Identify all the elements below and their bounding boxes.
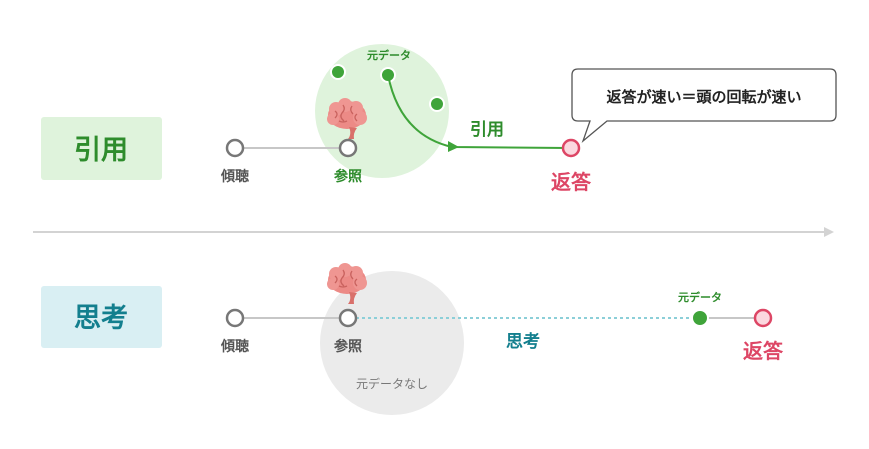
reference-label: 参照 bbox=[334, 168, 362, 185]
source-data-label: 元データ bbox=[367, 48, 411, 62]
source-data-dot bbox=[330, 64, 346, 80]
quote-arrowhead bbox=[448, 141, 459, 152]
answer-node bbox=[561, 138, 581, 158]
source-data-dot bbox=[429, 96, 445, 112]
source-data-dot bbox=[691, 309, 709, 327]
thinking-label: 思考 bbox=[506, 331, 540, 352]
no-data-label: 元データなし bbox=[356, 376, 428, 391]
bottom-row: 思考 元データなし 思考 傾聴 参照 元データ 返答 bbox=[41, 262, 784, 415]
quote-arrow-label: 引用 bbox=[470, 120, 504, 140]
reference-label: 参照 bbox=[334, 338, 362, 355]
listen-label: 傾聴 bbox=[220, 168, 249, 185]
answer-node bbox=[753, 308, 773, 328]
listen-node bbox=[225, 138, 245, 158]
listen-node bbox=[225, 308, 245, 328]
answer-label: 返答 bbox=[743, 339, 784, 363]
reference-node bbox=[338, 308, 358, 328]
think-label-box bbox=[41, 286, 162, 348]
callout-text: 返答が速い＝頭の回転が速い bbox=[606, 88, 801, 106]
reference-node bbox=[338, 138, 358, 158]
answer-label: 返答 bbox=[551, 170, 592, 194]
think-row-label: 思考 bbox=[74, 303, 128, 334]
source-data-label: 元データ bbox=[678, 290, 722, 304]
quote-row-label: 引用 bbox=[74, 135, 128, 166]
callout: 返答が速い＝頭の回転が速い bbox=[571, 68, 837, 144]
quote-label-box bbox=[41, 117, 162, 180]
listen-label: 傾聴 bbox=[220, 338, 249, 355]
time-arrow bbox=[33, 227, 834, 237]
empty-memory-bubble bbox=[320, 271, 464, 415]
top-row: 引用 元データ 引用 傾聴 参照 返答 返答が速い＝頭の回転が速い bbox=[41, 44, 837, 194]
